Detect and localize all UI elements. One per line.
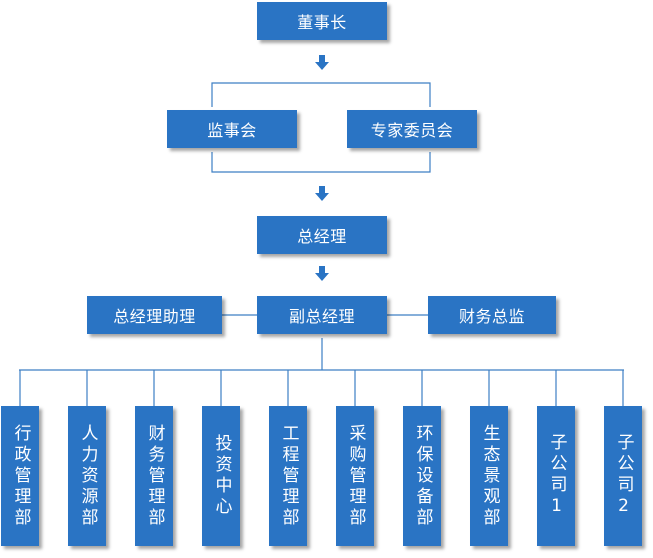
department-box: 子公司2 (604, 406, 642, 546)
department-box: 行政管理部 (1, 406, 39, 546)
department-drops (19, 370, 624, 406)
chairman-label: 董事长 (297, 13, 347, 32)
deputy-gm-label: 副总经理 (288, 307, 355, 326)
department-label: 投资中心 (211, 434, 232, 518)
expert-committee-box: 专家委员会 (347, 110, 477, 148)
supervisory-board-label: 监事会 (207, 121, 257, 140)
department-box: 子公司1 (537, 406, 575, 546)
department-box: 环保设备部 (403, 406, 441, 546)
down-arrow-icon (315, 266, 329, 281)
department-label: 子公司1 (546, 432, 567, 520)
supervisory-board-box: 监事会 (167, 110, 297, 148)
department-box: 工程管理部 (269, 406, 307, 546)
department-label: 采购管理部 (345, 423, 366, 529)
deputy-gm-box: 副总经理 (257, 296, 387, 334)
department-box: 人力资源部 (68, 406, 106, 546)
department-label: 人力资源部 (77, 423, 98, 529)
assistant-gm-box: 总经理助理 (87, 296, 222, 334)
chairman-box: 董事长 (257, 2, 387, 40)
finance-director-label: 财务总监 (458, 307, 525, 326)
department-label: 子公司2 (613, 432, 634, 520)
department-label: 财务管理部 (144, 423, 165, 529)
down-arrow-icon (315, 186, 329, 201)
department-label: 工程管理部 (278, 423, 299, 529)
expert-committee-label: 专家委员会 (370, 121, 454, 140)
bracket-connector (211, 82, 431, 107)
general-manager-label: 总经理 (297, 227, 347, 246)
down-arrow-icon (315, 55, 329, 70)
department-box: 财务管理部 (135, 406, 173, 546)
bracket-connector-bottom (211, 152, 431, 173)
department-box: 投资中心 (202, 406, 240, 546)
assistant-gm-label: 总经理助理 (113, 307, 196, 326)
department-box: 生态景观部 (470, 406, 508, 546)
general-manager-box: 总经理 (257, 216, 387, 254)
department-label: 生态景观部 (479, 423, 500, 529)
department-label: 行政管理部 (10, 423, 31, 529)
department-box: 采购管理部 (336, 406, 374, 546)
department-label: 环保设备部 (412, 423, 433, 529)
finance-director-box: 财务总监 (428, 296, 556, 334)
